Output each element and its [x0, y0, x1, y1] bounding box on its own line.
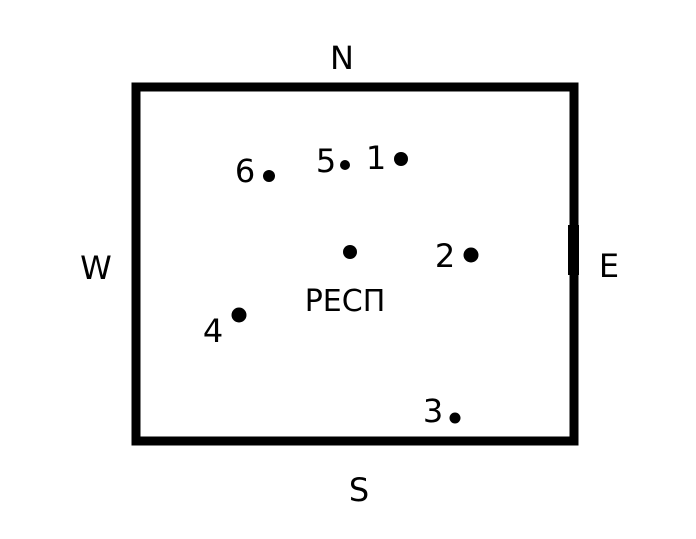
point-6-label: 6	[234, 152, 256, 190]
point-5-label: 5	[315, 142, 337, 180]
room-outline	[131, 82, 579, 446]
west-label: W	[80, 249, 112, 287]
point-2-dot	[463, 247, 479, 263]
center-dot	[343, 245, 357, 259]
point-6-dot	[263, 170, 275, 182]
center-label: РЕСП	[304, 284, 386, 319]
east-door-mark	[568, 225, 579, 275]
point-1-dot	[394, 152, 408, 166]
point-2-label: 2	[434, 237, 456, 275]
point-3-label: 3	[422, 392, 444, 430]
point-3-dot	[449, 412, 461, 424]
point-1-label: 1	[365, 139, 387, 177]
east-label: E	[598, 247, 620, 285]
north-label: N	[330, 39, 354, 77]
point-4-label: 4	[202, 312, 224, 350]
south-label: S	[348, 471, 370, 509]
point-5-dot	[340, 160, 350, 170]
point-4-dot	[231, 307, 247, 323]
